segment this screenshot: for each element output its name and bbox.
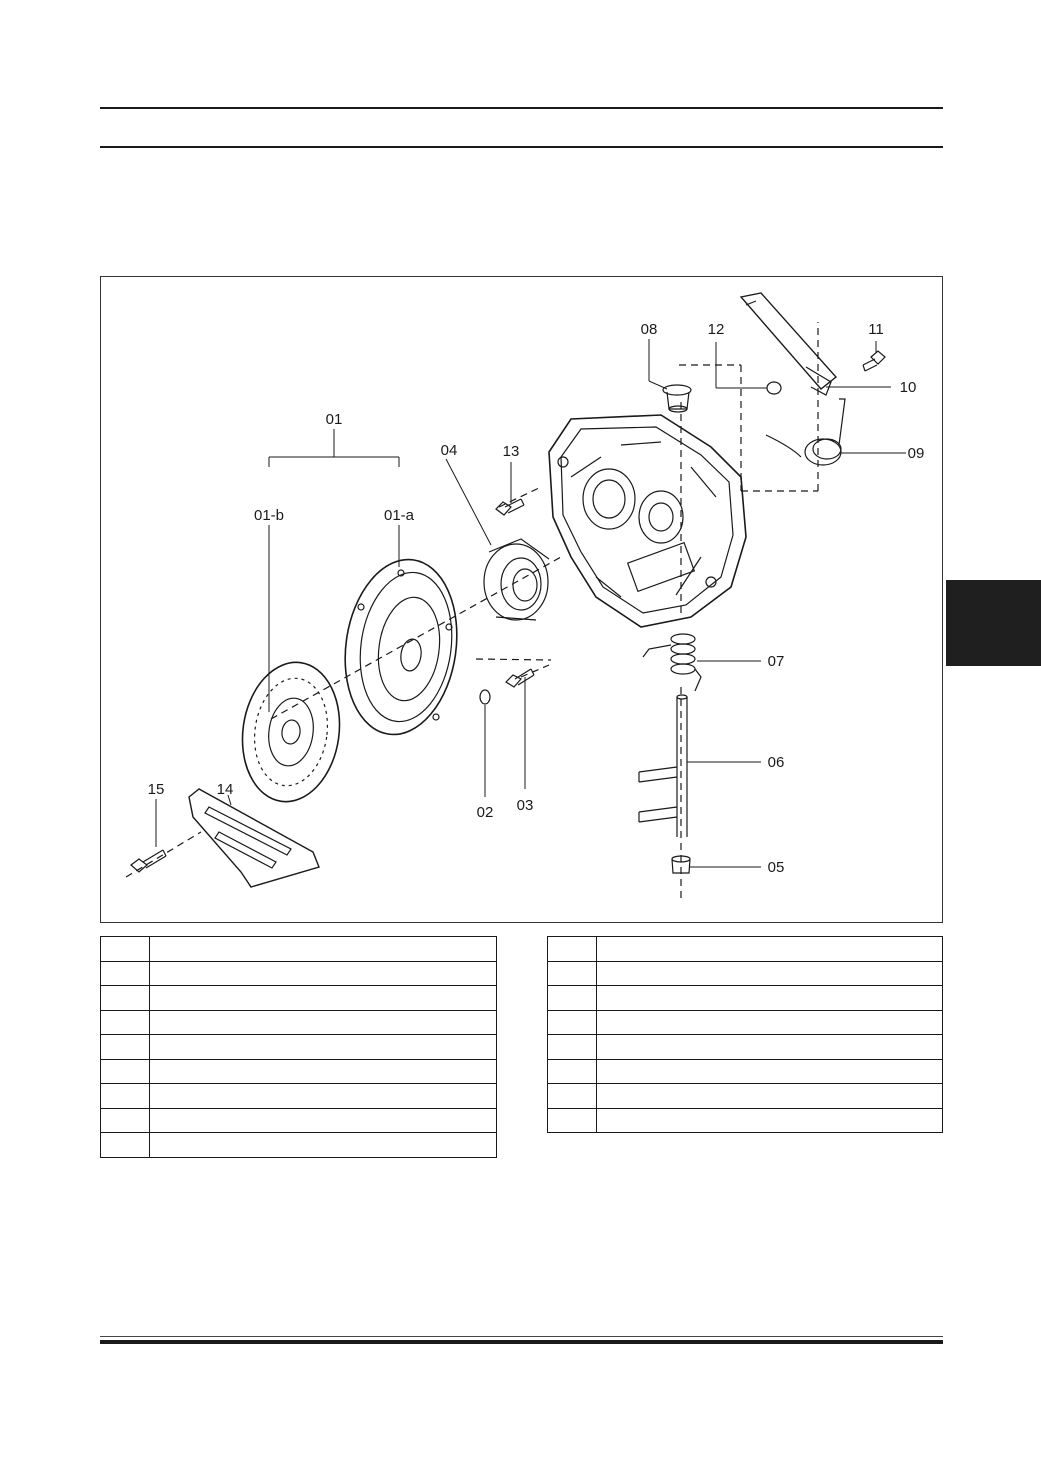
leader-lines	[155, 339, 906, 868]
table-row	[100, 960, 497, 986]
callout-03: 03	[517, 797, 534, 814]
part-name-cell	[596, 960, 943, 986]
part-name-cell	[149, 1083, 497, 1109]
table-row	[100, 1058, 497, 1084]
table-row	[100, 1009, 497, 1035]
table-row	[547, 960, 943, 986]
spring-07-part	[642, 633, 702, 692]
part-name-cell	[149, 1132, 497, 1158]
table-row	[547, 1058, 943, 1084]
callout-02: 02	[477, 804, 494, 821]
table-row	[547, 1034, 943, 1060]
footer-rule-thick	[100, 1340, 943, 1344]
footer-rule-thin	[100, 1336, 943, 1337]
callout-01-a: 01-a	[384, 507, 415, 524]
callout-09: 09	[908, 445, 925, 462]
washer-02-part	[479, 689, 491, 705]
parts-table-left	[100, 936, 497, 1158]
part-name-cell	[149, 985, 497, 1011]
bushing-08-part	[662, 384, 692, 413]
table-row	[547, 1083, 943, 1109]
part-number-cell	[547, 1107, 597, 1133]
exploded-view-drawing: 01 01-a 01-b 02 03 04 05 06 07 08 09 10 …	[125, 292, 925, 902]
shift-rod-06-part	[638, 694, 688, 837]
plug-12-part	[766, 381, 782, 395]
bolt-03-part	[505, 668, 535, 688]
table-row	[100, 1083, 497, 1109]
table-row	[547, 936, 943, 962]
parts-table-right	[547, 936, 943, 1133]
part-name-cell	[149, 936, 497, 962]
table-row	[100, 985, 497, 1011]
part-number-cell	[547, 1034, 597, 1060]
table-row	[547, 1009, 943, 1035]
callout-13: 13	[503, 443, 520, 460]
callout-12: 12	[708, 321, 725, 338]
header-rule-bottom	[100, 146, 943, 148]
cover-plate-14-part	[188, 788, 320, 888]
plug-05-part	[671, 855, 691, 874]
part-number-cell	[100, 1083, 150, 1109]
part-name-cell	[149, 1058, 497, 1084]
transmission-housing	[548, 414, 747, 628]
callout-labels: 01 01-a 01-b 02 03 04 05 06 07 08 09 10 …	[148, 321, 925, 876]
callout-01: 01	[326, 411, 343, 428]
part-number-cell	[547, 1009, 597, 1035]
callout-04: 04	[441, 442, 458, 459]
part-name-cell	[149, 1107, 497, 1133]
bolt-15-part	[130, 849, 167, 873]
part-name-cell	[596, 1009, 943, 1035]
part-number-cell	[547, 1058, 597, 1084]
part-number-cell	[100, 1107, 150, 1133]
clutch-disc-part	[241, 661, 341, 803]
table-row	[100, 936, 497, 962]
callout-06: 06	[768, 754, 785, 771]
table-row	[547, 1107, 943, 1133]
part-number-cell	[547, 960, 597, 986]
assembly-axis-lines	[125, 322, 819, 902]
part-name-cell	[149, 1034, 497, 1060]
lever-10-part	[739, 292, 838, 396]
callout-11: 11	[868, 321, 884, 338]
part-name-cell	[149, 960, 497, 986]
part-number-cell	[100, 1058, 150, 1084]
part-number-cell	[100, 960, 150, 986]
callout-07: 07	[768, 653, 785, 670]
part-number-cell	[100, 1034, 150, 1060]
table-row	[100, 1132, 497, 1158]
part-number-cell	[100, 1009, 150, 1035]
part-number-cell	[100, 985, 150, 1011]
callout-10: 10	[900, 379, 917, 396]
table-row	[547, 985, 943, 1011]
part-number-cell	[547, 936, 597, 962]
callout-14: 14	[217, 781, 234, 798]
part-number-cell	[100, 936, 150, 962]
chapter-side-tab	[946, 580, 1041, 666]
spring-09-part	[765, 398, 846, 466]
part-name-cell	[596, 985, 943, 1011]
part-name-cell	[596, 1058, 943, 1084]
callout-01-b: 01-b	[254, 507, 284, 524]
part-number-cell	[547, 1083, 597, 1109]
bolt-11-part	[862, 350, 886, 372]
part-name-cell	[596, 936, 943, 962]
part-name-cell	[596, 1083, 943, 1109]
part-name-cell	[149, 1009, 497, 1035]
callout-08: 08	[641, 321, 658, 338]
part-number-cell	[547, 985, 597, 1011]
header-rule-top	[100, 107, 943, 109]
part-name-cell	[596, 1034, 943, 1060]
callout-05: 05	[768, 859, 785, 876]
part-name-cell	[596, 1107, 943, 1133]
table-row	[100, 1107, 497, 1133]
clutch-cover-part	[344, 558, 458, 736]
part-number-cell	[100, 1132, 150, 1158]
release-bearing-part	[483, 538, 550, 621]
callout-15: 15	[148, 781, 165, 798]
exploded-view-figure: 01 01-a 01-b 02 03 04 05 06 07 08 09 10 …	[100, 276, 943, 923]
bolt-13-part	[495, 498, 525, 516]
table-row	[100, 1034, 497, 1060]
